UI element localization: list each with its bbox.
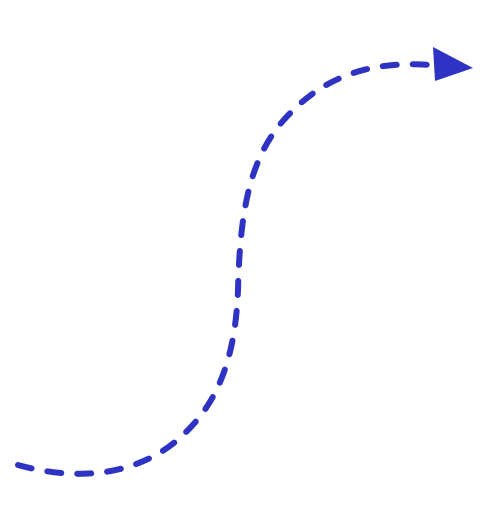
arrowhead-icon: [433, 47, 473, 81]
dashed-arrow-path: [15, 61, 443, 477]
s-curve-arrow: [15, 47, 473, 477]
